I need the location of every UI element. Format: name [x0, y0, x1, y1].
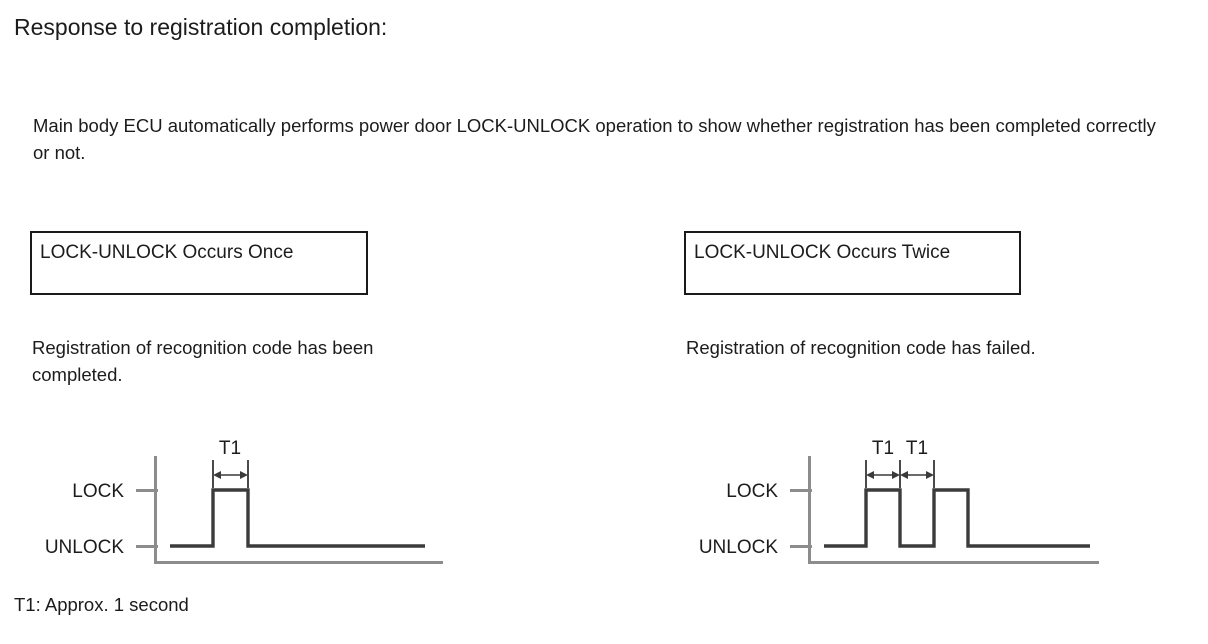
callout-box-lock-unlock-once: LOCK-UNLOCK Occurs Once — [30, 231, 368, 295]
dimension-label-t1-first: T1 — [872, 438, 894, 459]
waveform-trace — [824, 488, 1090, 548]
arrow-left-icon-second — [900, 471, 908, 479]
intro-paragraph: Main body ECU automatically performs pow… — [33, 115, 1156, 163]
timing-diagram-twice: LOCK UNLOCK T1 T1 — [662, 412, 1132, 582]
dimension-label-t1: T1 — [219, 438, 241, 459]
state-label-lock: LOCK — [72, 481, 124, 502]
waveform-trace — [170, 488, 425, 548]
arrow-left-icon — [866, 471, 874, 479]
state-label-unlock: UNLOCK — [699, 537, 779, 558]
footnote-t1-duration: T1: Approx. 1 second — [14, 594, 189, 615]
arrow-right-icon — [892, 471, 900, 479]
page-title: Response to registration completion: — [14, 14, 388, 40]
arrow-right-icon — [240, 471, 248, 479]
result-caption-failed: Registration of recognition code has fai… — [686, 337, 1036, 358]
arrow-right-icon-second — [926, 471, 934, 479]
arrow-left-icon — [213, 471, 221, 479]
result-caption-completed: Registration of recognition code has bee… — [32, 337, 374, 385]
state-label-lock: LOCK — [726, 481, 778, 502]
dimension-label-t1-second: T1 — [906, 438, 928, 459]
state-label-unlock: UNLOCK — [45, 537, 125, 558]
callout-box-lock-unlock-twice: LOCK-UNLOCK Occurs Twice — [684, 231, 1021, 295]
timing-diagram-once: LOCK UNLOCK T1 — [8, 412, 478, 582]
